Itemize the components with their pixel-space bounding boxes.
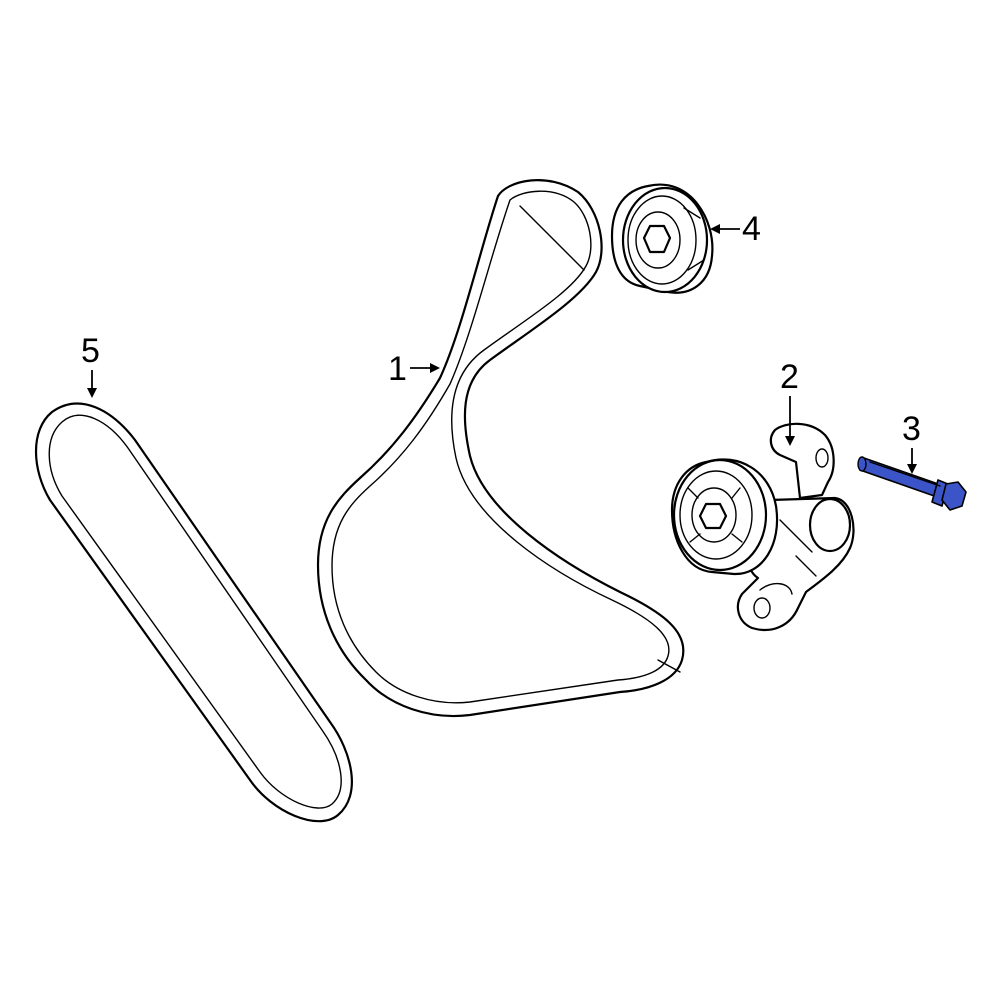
callout-label-5: 5 — [81, 332, 100, 370]
callout-1: 1 — [388, 350, 440, 388]
callout-label-1: 1 — [388, 350, 407, 388]
callout-2: 2 — [780, 358, 799, 446]
callout-label-3: 3 — [902, 410, 921, 448]
secondary-belt — [35, 402, 353, 823]
tensioner-bolt — [857, 456, 967, 511]
callout-3: 3 — [902, 410, 921, 474]
callout-label-4: 4 — [742, 210, 761, 248]
callout-5: 5 — [81, 332, 100, 398]
callout-label-2: 2 — [780, 358, 799, 396]
tensioner-assembly — [670, 422, 855, 632]
callout-4: 4 — [710, 210, 761, 248]
main-belt — [316, 179, 685, 717]
idler-pulley — [610, 183, 714, 294]
